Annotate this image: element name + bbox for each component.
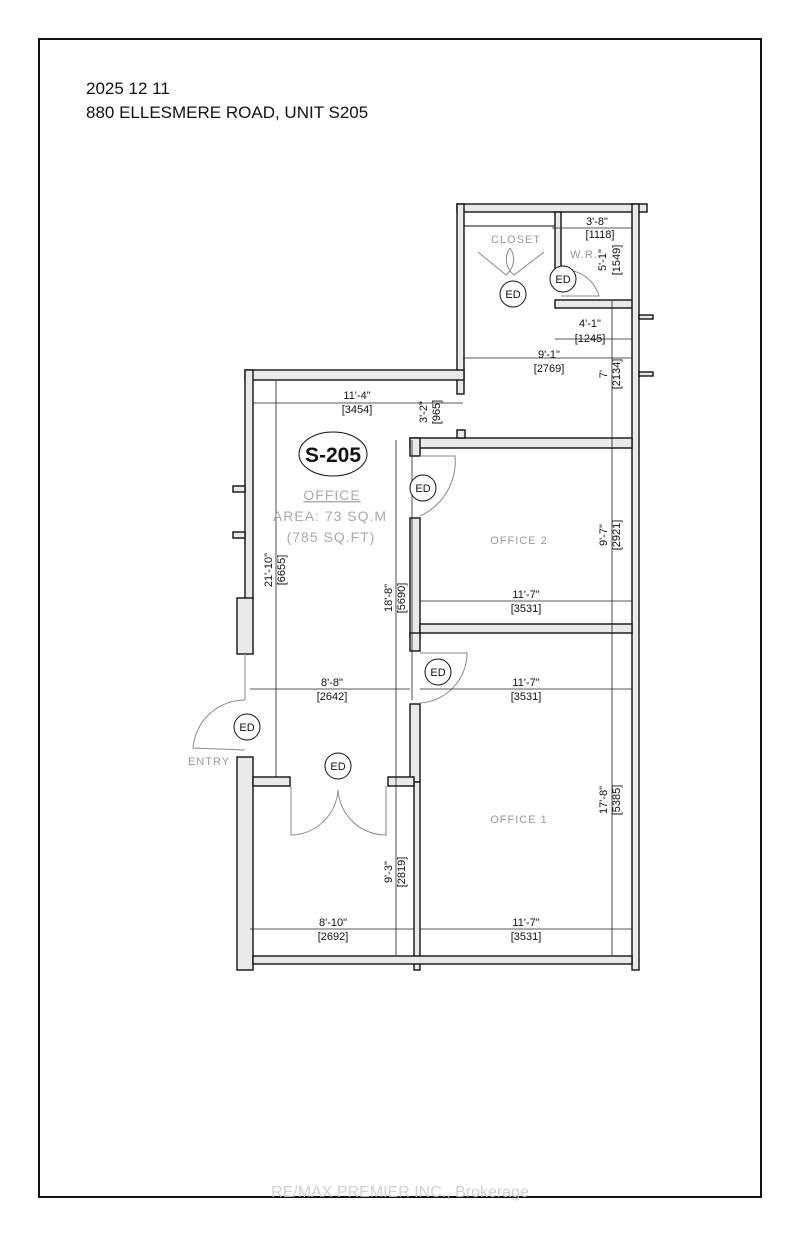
wall	[456, 203, 465, 395]
wall	[236, 756, 254, 971]
room-office-1: OFFICE 1	[490, 814, 548, 826]
walls	[232, 203, 654, 971]
ed-tag: ED	[549, 265, 577, 293]
svg-text:ED: ED	[330, 761, 345, 773]
dim-label: [1118]	[586, 229, 615, 241]
svg-text:ED: ED	[430, 667, 445, 679]
dim-label: [2819]	[396, 857, 408, 888]
area-sqft: (785 SQ.FT)	[287, 529, 376, 545]
door-tags: ED ED ED ED ED ED	[233, 265, 577, 780]
dim-label: 11'-7"	[512, 917, 539, 929]
dim-label: 5'-1"	[597, 249, 609, 271]
dim-label: [2134]	[611, 359, 623, 390]
wall	[409, 437, 633, 449]
wall	[456, 203, 648, 213]
dim-label: [2769]	[534, 363, 565, 375]
dim-label: [2921]	[611, 520, 623, 551]
dimension-labels: 3'-8" [1118] 5'-1" [1549] 4'-1" [1245] 9…	[263, 216, 623, 943]
dim-label: 11'-7"	[512, 589, 539, 601]
wall	[387, 776, 415, 787]
dim-label: 21'-10"	[263, 553, 275, 587]
wall	[409, 632, 421, 652]
dim-label: [6655]	[276, 555, 288, 586]
unit-badge	[298, 431, 368, 477]
dim-label: 17'-8"	[598, 786, 610, 814]
dim-label: [1245]	[575, 333, 606, 345]
svg-text:ED: ED	[555, 274, 570, 286]
wall	[236, 597, 254, 655]
svg-text:ED: ED	[239, 722, 254, 734]
ed-tag: ED	[324, 752, 352, 780]
dim-label: 8'-8"	[321, 677, 343, 689]
dim-label: 9'-1"	[538, 349, 560, 361]
dim-label: [2692]	[318, 931, 349, 943]
wall	[409, 437, 421, 457]
ed-tag: ED	[499, 280, 527, 308]
ed-tag: ED	[233, 713, 261, 741]
svg-text:ED: ED	[415, 483, 430, 495]
dim-label: [1549]	[611, 245, 623, 276]
dim-label: [2642]	[317, 691, 348, 703]
wall	[244, 369, 254, 601]
room-office: OFFICE	[303, 487, 360, 503]
dim-label: 3'-2"	[418, 401, 430, 423]
dim-label: 11'-7"	[512, 677, 539, 689]
plan-date: 2025 12 11	[86, 79, 170, 98]
dim-label: 11'-4"	[343, 390, 370, 402]
room-labels: S-205 OFFICE AREA: 73 SQ.M (785 SQ.FT) O…	[188, 234, 598, 826]
dim-label: [5385]	[611, 785, 623, 816]
wall	[419, 623, 633, 634]
wall	[631, 203, 640, 971]
area-sqm: AREA: 73 SQ.M	[273, 508, 387, 524]
dim-label: 9'-3"	[383, 861, 395, 883]
wall	[638, 371, 654, 377]
dim-label: [965]	[431, 400, 443, 424]
wall	[252, 955, 633, 965]
room-office-2: OFFICE 2	[490, 535, 548, 547]
dim-label: 18'-8"	[383, 584, 395, 612]
dim-label: 7'	[598, 370, 610, 378]
page-border	[38, 38, 762, 1198]
dim-label: 4'-1"	[579, 318, 601, 330]
entry-label: ENTRY	[188, 756, 230, 768]
svg-text:ED: ED	[505, 289, 520, 301]
dim-label: [3531]	[511, 603, 542, 615]
ed-tag: ED	[409, 474, 437, 502]
wall	[232, 531, 246, 539]
wall	[554, 299, 636, 309]
wall	[409, 517, 421, 639]
dim-label: [5690]	[396, 583, 408, 614]
room-closet: CLOSET	[491, 234, 541, 246]
dim-label: 9'-7"	[598, 524, 610, 546]
watermark: RE/MAX PREMIER INC., Brokerage	[271, 1184, 529, 1201]
dim-label: 8'-10"	[319, 917, 347, 929]
dim-label: [3531]	[511, 691, 542, 703]
dim-label: [3454]	[342, 404, 373, 416]
wall	[554, 211, 562, 271]
room-washroom: W.R.	[570, 249, 598, 261]
dim-label: 3'-8"	[586, 216, 608, 228]
dim-label: [3531]	[511, 931, 542, 943]
dimension-lines	[250, 227, 632, 956]
wall	[244, 369, 465, 381]
ed-tag: ED	[424, 658, 452, 686]
wall	[252, 776, 291, 787]
wall	[413, 781, 421, 971]
wall	[638, 314, 654, 320]
plan-address: 880 ELLESMERE ROAD, UNIT S205	[86, 103, 369, 122]
unit-label: S-205	[305, 444, 361, 467]
wall	[456, 429, 466, 439]
wall	[232, 485, 246, 493]
wall	[409, 703, 421, 783]
